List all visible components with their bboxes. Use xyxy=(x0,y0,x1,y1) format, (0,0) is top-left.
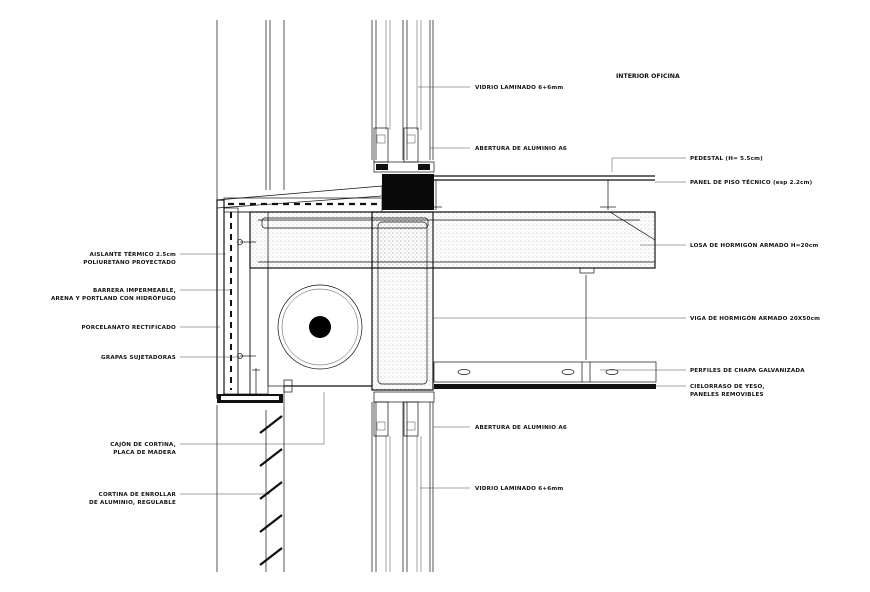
label-grapas: GRAPAS SUJETADORAS xyxy=(101,355,176,361)
label-vidrio-top: VIDRIO LAMINADO 6+6mm xyxy=(475,85,563,91)
label-aislante-2: POLIURETANO PROYECTADO xyxy=(83,260,176,266)
lower-glazing xyxy=(371,391,435,572)
exterior-wall-lines xyxy=(216,20,285,572)
label-barrera-2: ARENA Y PORTLAND CON HIDRÓFUGO xyxy=(51,295,176,302)
label-losa: LOSA DE HORMIGÓN ARMADO H=20cm xyxy=(690,242,818,249)
label-pedestal: PEDESTAL (H= 5.5cm) xyxy=(690,156,763,162)
label-cortina-2: DE ALUMINIO, REGULABLE xyxy=(89,500,176,506)
exterior-cladding xyxy=(216,199,283,403)
upper-glazing xyxy=(371,20,435,173)
label-aislante-1: AISLANTE TÉRMICO 2.5cm xyxy=(90,250,176,258)
drawing-title: INTERIOR OFICINA xyxy=(616,73,680,80)
label-abertura-bottom: ABERTURA DE ALUMINIO A6 xyxy=(475,425,567,431)
label-viga: VIGA DE HORMIGÓN ARMADO 20X50cm xyxy=(690,315,820,322)
concrete-beam xyxy=(249,211,434,395)
label-porcelanato: PORCELANATO RECTIFICADO xyxy=(81,325,176,331)
label-panel-piso: PANEL DE PISO TÉCNICO (esp 2.2cm) xyxy=(690,178,813,186)
roller-shutter-box xyxy=(267,267,373,394)
label-cortina-1: CORTINA DE ENROLLAR xyxy=(99,492,177,498)
concrete-slab xyxy=(249,211,656,274)
label-cajon-1: CAJÓN DE CORTINA, xyxy=(110,441,176,448)
label-perfiles: PERFILES DE CHAPA GALVANIZADA xyxy=(690,368,805,374)
access-floor xyxy=(382,174,655,210)
leader-lines xyxy=(180,86,686,495)
suspended-ceiling xyxy=(433,275,657,389)
label-cajon-2: PLACA DE MADERA xyxy=(113,450,176,456)
label-abertura-top: ABERTURA DE ALUMINIO A6 xyxy=(475,146,567,152)
label-vidrio-bottom: VIDRIO LAMINADO 6+6mm xyxy=(475,486,563,492)
label-cielorraso-2: PANELES REMOVIBLES xyxy=(690,392,764,398)
roller-shutter-slats xyxy=(259,394,285,572)
parapet xyxy=(216,185,383,213)
label-cielorraso-1: CIELORRASO DE YESO, xyxy=(690,384,765,390)
label-barrera-1: BARRERA IMPERMEABLE, xyxy=(93,288,176,294)
